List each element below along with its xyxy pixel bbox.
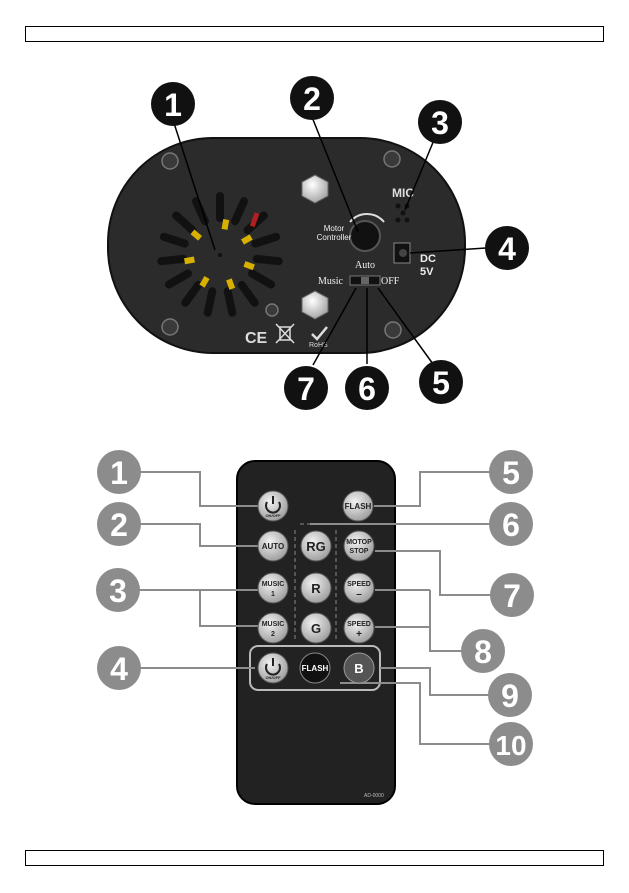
svg-text:7: 7 — [297, 371, 315, 407]
speed-plus-button[interactable]: SPEED + — [343, 612, 375, 644]
callout-badge: 7 — [490, 573, 534, 617]
svg-text:MUSIC: MUSIC — [262, 621, 285, 628]
switch-label-off: OFF — [381, 276, 400, 287]
music2-button[interactable]: MUSIC 2 — [257, 612, 289, 644]
callout-badge: 9 — [488, 673, 532, 717]
weee-bin-icon — [275, 323, 295, 344]
svg-text:ON/OFF: ON/OFF — [265, 675, 281, 680]
mic-label: MIC — [392, 186, 414, 200]
svg-text:SPEED: SPEED — [347, 621, 371, 628]
voltage-label: 5V — [420, 266, 434, 278]
rg-button[interactable]: RG — [300, 530, 332, 562]
callout-badge: 8 — [461, 629, 505, 673]
led-lens-icon — [301, 174, 329, 204]
flash-button-top[interactable]: FLASH — [342, 490, 374, 522]
svg-text:AUTO: AUTO — [262, 542, 285, 551]
svg-text:2: 2 — [271, 631, 275, 638]
b-button[interactable]: B — [343, 652, 375, 684]
svg-text:4: 4 — [110, 651, 128, 687]
svg-text:10: 10 — [495, 730, 526, 761]
callout-badge: 4 — [485, 226, 529, 270]
footer-frame — [25, 850, 604, 866]
svg-text:R: R — [311, 581, 321, 596]
svg-text:5: 5 — [502, 455, 520, 491]
power-button-bottom[interactable]: ON/OFF — [257, 652, 289, 684]
remote-callouts: 1 2 3 4 5 6 7 8 9 10 — [96, 450, 534, 766]
svg-text:G: G — [311, 621, 321, 636]
check-icon — [311, 326, 328, 341]
screw-icon — [384, 321, 402, 339]
speed-minus-button[interactable]: SPEED – — [343, 572, 375, 604]
music1-button[interactable]: MUSIC 1 — [257, 572, 289, 604]
switch-label-auto: Auto — [355, 260, 375, 271]
auto-button[interactable]: AUTO — [257, 530, 289, 562]
svg-text:9: 9 — [501, 678, 519, 714]
svg-text:6: 6 — [358, 371, 376, 407]
switch-label-music: Music — [318, 276, 344, 287]
svg-text:4: 4 — [498, 231, 516, 267]
svg-text:1: 1 — [271, 591, 275, 598]
svg-text:5: 5 — [432, 365, 450, 401]
callout-badge: 6 — [345, 366, 389, 410]
screw-icon — [161, 318, 179, 336]
svg-text:7: 7 — [503, 578, 521, 614]
svg-text:FLASH: FLASH — [302, 664, 329, 673]
svg-text:3: 3 — [431, 105, 449, 141]
speaker-vent — [157, 192, 283, 317]
svg-text:–: – — [356, 589, 362, 600]
svg-text:SPEED: SPEED — [347, 581, 371, 588]
callout-badge: 10 — [489, 722, 533, 766]
svg-text:+: + — [356, 629, 362, 640]
callout-badge: 6 — [489, 502, 533, 546]
device-callouts: 1 2 3 4 5 6 7 — [151, 76, 529, 410]
rohs-mark: RoHS — [309, 342, 328, 349]
flash-button-bottom[interactable]: FLASH — [299, 652, 331, 684]
svg-text:FLASH: FLASH — [345, 502, 372, 511]
svg-text:6: 6 — [502, 507, 520, 543]
led-lens-icon — [301, 290, 329, 320]
svg-text:8: 8 — [474, 634, 492, 670]
callout-badge: 3 — [418, 100, 462, 144]
callout-badge: 5 — [419, 360, 463, 404]
dc-label: DC — [420, 253, 436, 265]
remote-model-label: AD-0000 — [364, 793, 384, 799]
svg-text:ON/OFF: ON/OFF — [265, 513, 281, 518]
svg-text:2: 2 — [110, 507, 128, 543]
svg-text:RG: RG — [306, 539, 326, 554]
svg-text:B: B — [354, 661, 363, 676]
callout-badge: 5 — [489, 450, 533, 494]
callout-badge: 2 — [97, 502, 141, 546]
header-frame — [25, 26, 604, 42]
motor-stop-button[interactable]: MOTOP STOP — [343, 530, 375, 562]
svg-text:1: 1 — [164, 87, 182, 123]
svg-text:MUSIC: MUSIC — [262, 581, 285, 588]
svg-text:3: 3 — [109, 573, 127, 609]
callout-badge: 2 — [290, 76, 334, 120]
callout-badge: 7 — [284, 366, 328, 410]
r-button[interactable]: R — [300, 572, 332, 604]
ce-mark: CE — [245, 330, 268, 347]
svg-text:STOP: STOP — [350, 548, 369, 555]
screw-icon — [383, 150, 401, 168]
svg-text:MOTOP: MOTOP — [346, 539, 372, 546]
g-button[interactable]: G — [300, 612, 332, 644]
power-icon — [265, 501, 281, 514]
power-button-top[interactable]: ON/OFF — [257, 490, 289, 522]
motor-controller-knob[interactable] — [349, 220, 381, 252]
power-icon — [265, 663, 281, 676]
callout-badge: 1 — [97, 450, 141, 494]
screw-icon — [265, 303, 279, 317]
callout-badge: 3 — [96, 568, 140, 612]
svg-text:2: 2 — [303, 81, 321, 117]
svg-text:1: 1 — [110, 455, 128, 491]
callout-badge: 1 — [151, 82, 195, 126]
callout-badge: 4 — [97, 646, 141, 690]
screw-icon — [161, 152, 179, 170]
